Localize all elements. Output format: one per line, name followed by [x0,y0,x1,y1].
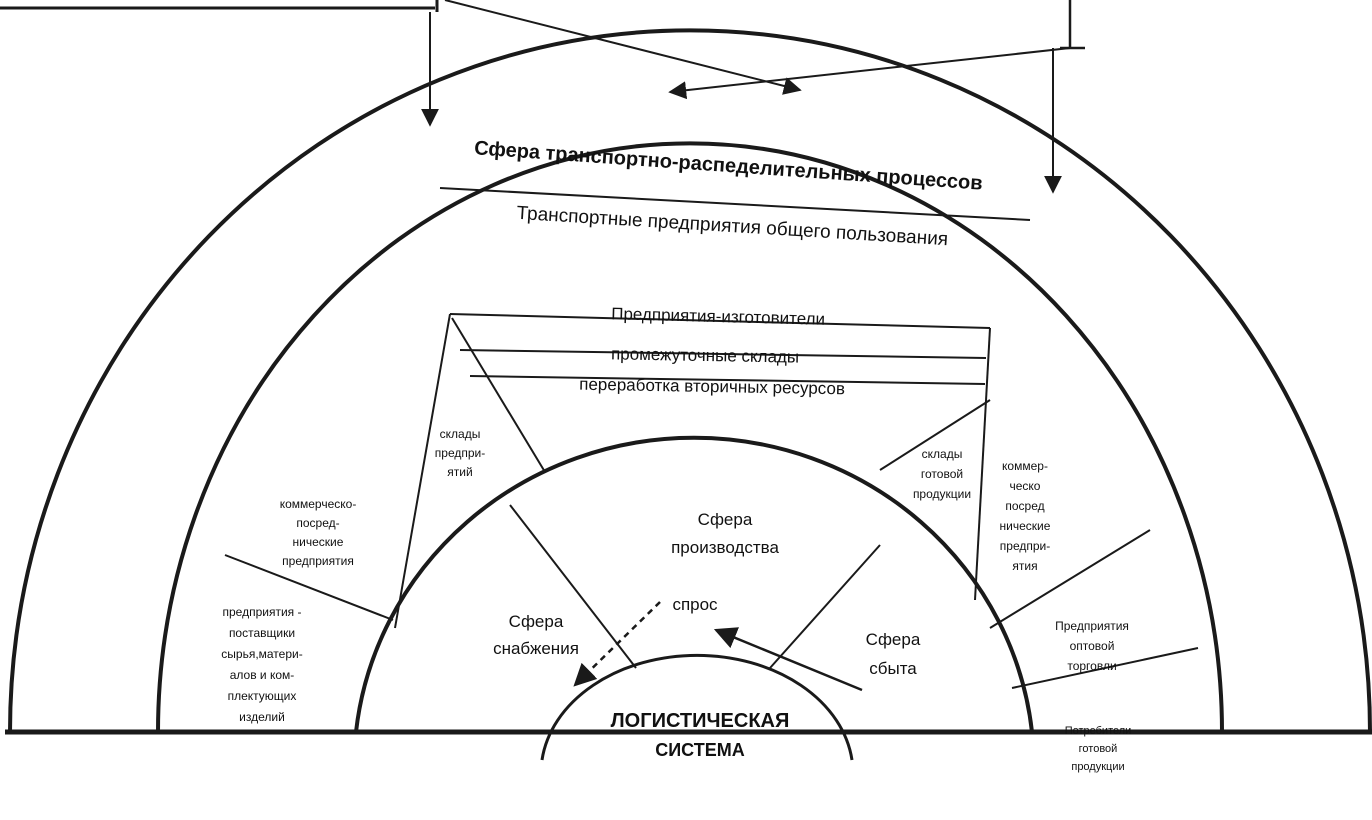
sphere-line: Сфера [866,630,921,649]
outer-band-separator [439,187,1031,221]
left-diagonal-divider [451,317,546,473]
right-vertical-divider [974,327,991,601]
core-label: ЛОГИСТИЧЕСКАЯ СИСТЕМА [611,710,790,760]
supply-sphere-label: Сфера снабжения [493,612,579,658]
sector-line: коммерческо- [280,497,357,511]
sales-sphere-label: Сфера сбыта [866,630,921,678]
left-vertical-divider [394,313,451,629]
sector-line: посред [1005,499,1044,513]
middle-top-line-3 [469,375,986,385]
sector-line: ческо [1010,479,1041,493]
sector-line: Предприятия [1055,619,1129,633]
demand-arrow-solid [713,627,863,692]
middle-arc [156,141,1224,733]
sector-line: нические [1000,519,1051,533]
sector-line: предприятия [282,554,354,568]
right-sector-intermediaries: коммер- ческо посред нические предпри- я… [1000,459,1051,573]
sphere-line: сбыта [869,659,917,678]
sector-line: поставщики [229,626,295,640]
sphere-line: производства [671,538,779,557]
left-sector-suppliers: предприятия - поставщики сырья,матери- а… [221,605,302,724]
right-sector-finished-goods: склады готовой продукции [913,447,971,501]
sphere-line: Сфера [698,510,753,529]
manufacturers-label: Предприятия-изготовители [611,304,825,329]
core-line: ЛОГИСТИЧЕСКАЯ [611,710,790,732]
sector-line: плектующих [228,689,297,703]
production-sphere-label: Сфера производства [671,510,779,557]
left-sector-intermediaries: коммерческо- посред- нические предприяти… [280,497,357,568]
middle-top-line-2 [459,349,987,359]
sector-line: торговли [1067,659,1116,673]
outer-band-subtitle: Транспортные предприятия общего пользова… [516,203,949,250]
sector-line: продукции [913,487,971,501]
middle-top-line-1 [449,313,991,329]
right-sector-divider-2 [1011,647,1199,689]
sector-line: Потребители [1065,725,1132,737]
sector-line: склады [440,427,481,441]
left-sector-warehouses: склады предпри- ятий [435,427,485,479]
right-sector-wholesale: Предприятия оптовой торговли [1055,619,1129,673]
sector-line: ятия [1012,559,1037,573]
top-input-arrows [0,0,1085,194]
sector-line: изделий [239,710,285,724]
intermediate-warehouses-label: промежуточные склады [611,344,799,366]
sphere-line: снабжения [493,639,579,658]
inner-divider-left [509,504,637,669]
right-sector-divider-1 [989,529,1151,629]
sector-line: предпри- [435,446,485,460]
sector-line: сырья,матери- [221,647,302,661]
sector-line: оптовой [1070,639,1115,653]
sector-line: алов и ком- [230,668,295,682]
sphere-line: Сфера [509,612,564,631]
inner-arc [354,435,1034,733]
cross-arrow-1 [444,0,802,95]
sector-line: коммер- [1002,459,1048,473]
sector-line: нические [293,535,344,549]
sector-line: готовой [1079,743,1118,755]
core-arc [540,653,854,761]
sector-line: продукции [1071,761,1124,773]
sector-line: ятий [447,465,472,479]
sector-line: готовой [921,467,963,481]
sector-line: посред- [296,516,339,530]
recycling-label: переработка вторичных ресурсов [579,375,845,399]
right-sector-consumers: Потребители готовой продукции [1065,725,1132,773]
cross-arrow-2 [668,47,1071,100]
right-inner-divider [879,399,991,471]
outer-arc [8,28,1372,733]
sector-line: предприятия - [223,605,302,619]
inner-divider-right [769,544,881,669]
core-line: СИСТЕМА [655,740,744,760]
left-lower-divider [224,554,394,621]
demand-arrow-dashed [573,601,661,687]
sector-line: склады [922,447,963,461]
sector-line: предпри- [1000,539,1050,553]
demand-label: спрос [672,595,718,614]
